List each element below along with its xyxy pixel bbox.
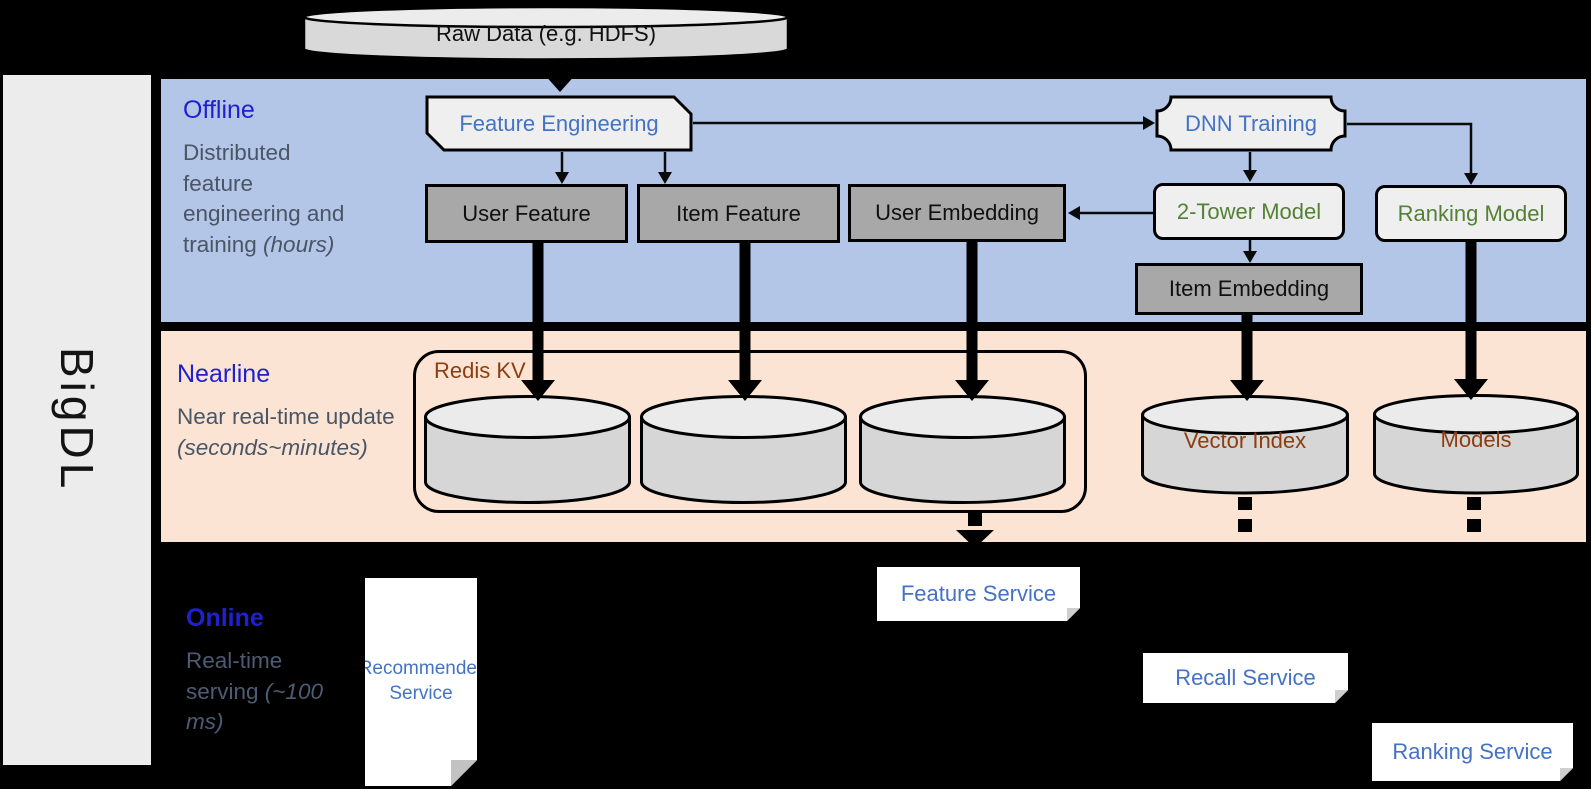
recall-service-label: Recall Service bbox=[1175, 665, 1316, 690]
redis-kv-label: Redis KV bbox=[434, 358, 526, 383]
redis-shard-3 bbox=[858, 394, 1067, 505]
feature-service-node: Feature Service bbox=[877, 567, 1080, 621]
plaque-shape bbox=[1155, 95, 1347, 152]
vector-index-store: Vector Index bbox=[1140, 394, 1350, 495]
nearline-title: Nearline bbox=[177, 360, 271, 388]
redis-shard-1 bbox=[423, 394, 632, 505]
vector-index-label: Vector Index bbox=[1183, 428, 1307, 453]
ranking-service-label: Ranking Service bbox=[1392, 739, 1553, 764]
thick-arrows bbox=[521, 62, 1488, 401]
offline-caption: Distributed feature engineering and trai… bbox=[183, 140, 345, 257]
models-store: Models bbox=[1372, 393, 1580, 495]
offline-section-label: Offline Distributed feature engineering … bbox=[183, 96, 361, 260]
two-tower-model-node: 2-Tower Model bbox=[1153, 183, 1345, 240]
item-embedding-node: Item Embedding bbox=[1135, 263, 1363, 315]
feature-service-label: Feature Service bbox=[900, 581, 1057, 606]
ranking-model-node: Ranking Model bbox=[1375, 185, 1567, 242]
nearline-caption: Near real-time update (seconds~minutes) bbox=[177, 404, 395, 460]
nearline-section-label: Nearline Near real-time update (seconds~… bbox=[177, 360, 415, 463]
cylinder-icon bbox=[302, 5, 790, 61]
user-feature-label: User Feature bbox=[462, 200, 591, 226]
feature-engineering-node: Feature Engineering bbox=[425, 95, 693, 152]
two-tower-model-label: 2-Tower Model bbox=[1176, 198, 1322, 224]
arrow-dnn-to-ranking-model bbox=[1347, 122, 1473, 176]
raw-data-label: Raw Data (e.g. HDFS) bbox=[435, 21, 657, 46]
bigdl-label: BigDL bbox=[51, 347, 103, 493]
recommender-service-node: Recommender Service bbox=[365, 578, 477, 786]
user-embedding-node: User Embedding bbox=[848, 184, 1066, 242]
ranking-model-label: Ranking Model bbox=[1397, 200, 1545, 226]
item-feature-label: Item Feature bbox=[676, 200, 801, 226]
online-section-label: Online Real-time serving (~100 ms) bbox=[186, 604, 328, 738]
redis-shard-2 bbox=[639, 394, 848, 505]
feature-engineering-label: Feature Engineering bbox=[459, 110, 659, 136]
bigdl-sidebar: BigDL bbox=[3, 75, 151, 765]
user-embedding-label: User Embedding bbox=[875, 200, 1039, 225]
dnn-training-node: DNN Training bbox=[1155, 95, 1347, 152]
raw-data-store: Raw Data (e.g. HDFS) bbox=[302, 5, 790, 62]
process-shape bbox=[425, 95, 693, 152]
offline-title: Offline bbox=[183, 96, 255, 124]
dashed-drops bbox=[956, 497, 1481, 548]
recall-service-node: Recall Service bbox=[1143, 653, 1348, 703]
item-feature-node: Item Feature bbox=[637, 184, 840, 243]
ranking-service-node: Ranking Service bbox=[1372, 723, 1573, 781]
online-caption: Real-time serving (~100 ms) bbox=[186, 648, 323, 735]
cylinder-icon bbox=[859, 395, 1066, 504]
cylinder-icon bbox=[1141, 395, 1349, 495]
cylinder-icon bbox=[424, 395, 631, 504]
item-embedding-label: Item Embedding bbox=[1168, 276, 1330, 301]
dnn-training-label: DNN Training bbox=[1184, 110, 1318, 136]
online-title: Online bbox=[186, 604, 264, 632]
cylinder-icon bbox=[640, 395, 847, 504]
models-label: Models bbox=[1440, 427, 1512, 452]
recommender-service-label: Recommender Service bbox=[358, 658, 484, 704]
thin-arrowheads bbox=[555, 116, 1478, 263]
cylinder-icon bbox=[1372, 394, 1580, 495]
user-feature-node: User Feature bbox=[425, 184, 628, 243]
